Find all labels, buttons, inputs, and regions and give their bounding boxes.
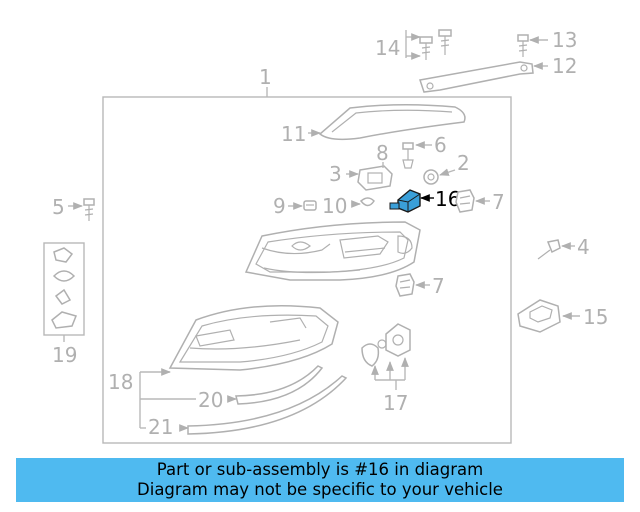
callout-7-upper: 7: [492, 190, 505, 214]
highlighted-part-16: [389, 189, 421, 213]
callout-13: 13: [552, 28, 577, 52]
part-17: [361, 323, 411, 367]
callout-11: 11: [281, 122, 306, 146]
clip-7-lower: [395, 273, 415, 297]
callout-19: 19: [52, 343, 77, 367]
info-banner: Part or sub-assembly is #16 in diagram D…: [16, 458, 624, 502]
kit-19-parts: [51, 247, 78, 329]
callout-10: 10: [322, 194, 347, 218]
bolt-13: [517, 34, 529, 57]
module-3: [357, 165, 393, 191]
callout-6: 6: [434, 133, 447, 157]
banner-line-1: Part or sub-assembly is #16 in diagram: [156, 460, 484, 479]
callout-2: 2: [457, 151, 470, 175]
callout-20: 20: [198, 388, 223, 412]
bolt-14: [419, 29, 452, 60]
grommet-9: [303, 200, 317, 211]
trim-21: [187, 375, 348, 435]
headlamp-assembly: [244, 221, 421, 281]
assembly-frame: [102, 96, 512, 444]
callout-17: 17: [383, 391, 408, 415]
callout-4: 4: [577, 235, 590, 259]
headlamp-housing: [168, 305, 339, 371]
callout-5: 5: [52, 195, 65, 219]
callout-1: 1: [259, 65, 272, 89]
callout-12: 12: [552, 54, 577, 78]
screw-4: [537, 239, 561, 260]
bolt-5: [83, 198, 95, 221]
callout-21: 21: [148, 415, 173, 439]
callout-8: 8: [376, 141, 389, 165]
banner-line-2: Diagram may not be specific to your vehi…: [137, 480, 503, 499]
callout-14: 14: [375, 36, 400, 60]
clip-10: [359, 197, 375, 207]
screw-6: [402, 142, 414, 169]
gasket-2: [423, 169, 439, 185]
callout-15: 15: [583, 305, 608, 329]
callout-9: 9: [273, 194, 286, 218]
callout-3: 3: [329, 162, 342, 186]
trim-20: [235, 365, 324, 405]
module-15: [517, 299, 561, 333]
clip-7-upper: [455, 189, 475, 213]
callout-18: 18: [108, 370, 133, 394]
bracket-12: [419, 61, 534, 93]
callout-7-lower: 7: [432, 274, 445, 298]
